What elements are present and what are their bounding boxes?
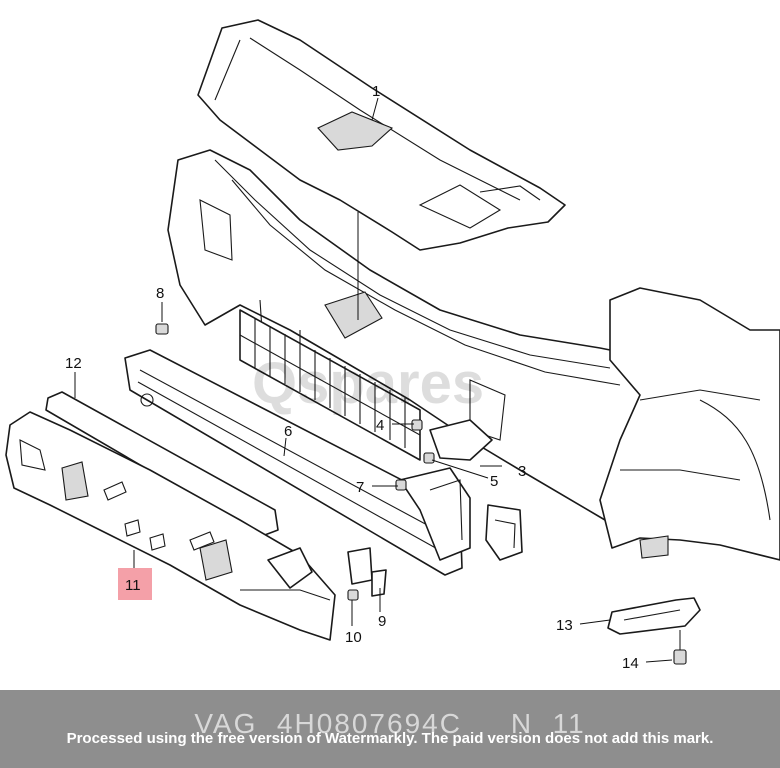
bracket-parts (347, 419, 523, 597)
processed-note: Processed using the free version of Wate… (66, 730, 714, 747)
bumper-absorber-part-11 (5, 411, 336, 641)
bumper-beam-part-6 (124, 349, 471, 576)
impact-strip-part-12 (45, 391, 279, 537)
exploded-parts-diagram: Qspares 1 3 4 5 6 7 8 9 10 11 12 13 14 (5, 19, 780, 672)
part-reference: VAG 4H0807694C N 11 (194, 708, 586, 739)
footer-bar: VAG 4H0807694C N 11 Processed using the … (0, 690, 780, 768)
callout-10: 10 (345, 629, 362, 646)
callout-12: 12 (65, 355, 82, 372)
side-bracket-part-13 (607, 597, 701, 635)
callout-4: 4 (376, 417, 384, 434)
callout-13: 13 (556, 617, 573, 634)
watermark: Qspares (252, 351, 484, 416)
callout-11-highlight (118, 568, 152, 600)
callout-5: 5 (490, 473, 498, 490)
radiator-core (239, 309, 421, 461)
callout-6: 6 (284, 423, 292, 440)
screw-part-14 (673, 630, 687, 665)
leader-lines (74, 97, 673, 663)
fasteners (155, 323, 435, 601)
fender-panel (599, 287, 780, 561)
callout-11: 11 (125, 577, 141, 594)
callout-1: 1 (372, 83, 380, 100)
callout-7: 7 (356, 479, 364, 496)
callout-8: 8 (156, 285, 164, 302)
callout-9: 9 (378, 613, 386, 630)
cowl-panel-part-1 (197, 19, 566, 251)
callout-3: 3 (518, 463, 526, 480)
callout-14: 14 (622, 655, 639, 672)
